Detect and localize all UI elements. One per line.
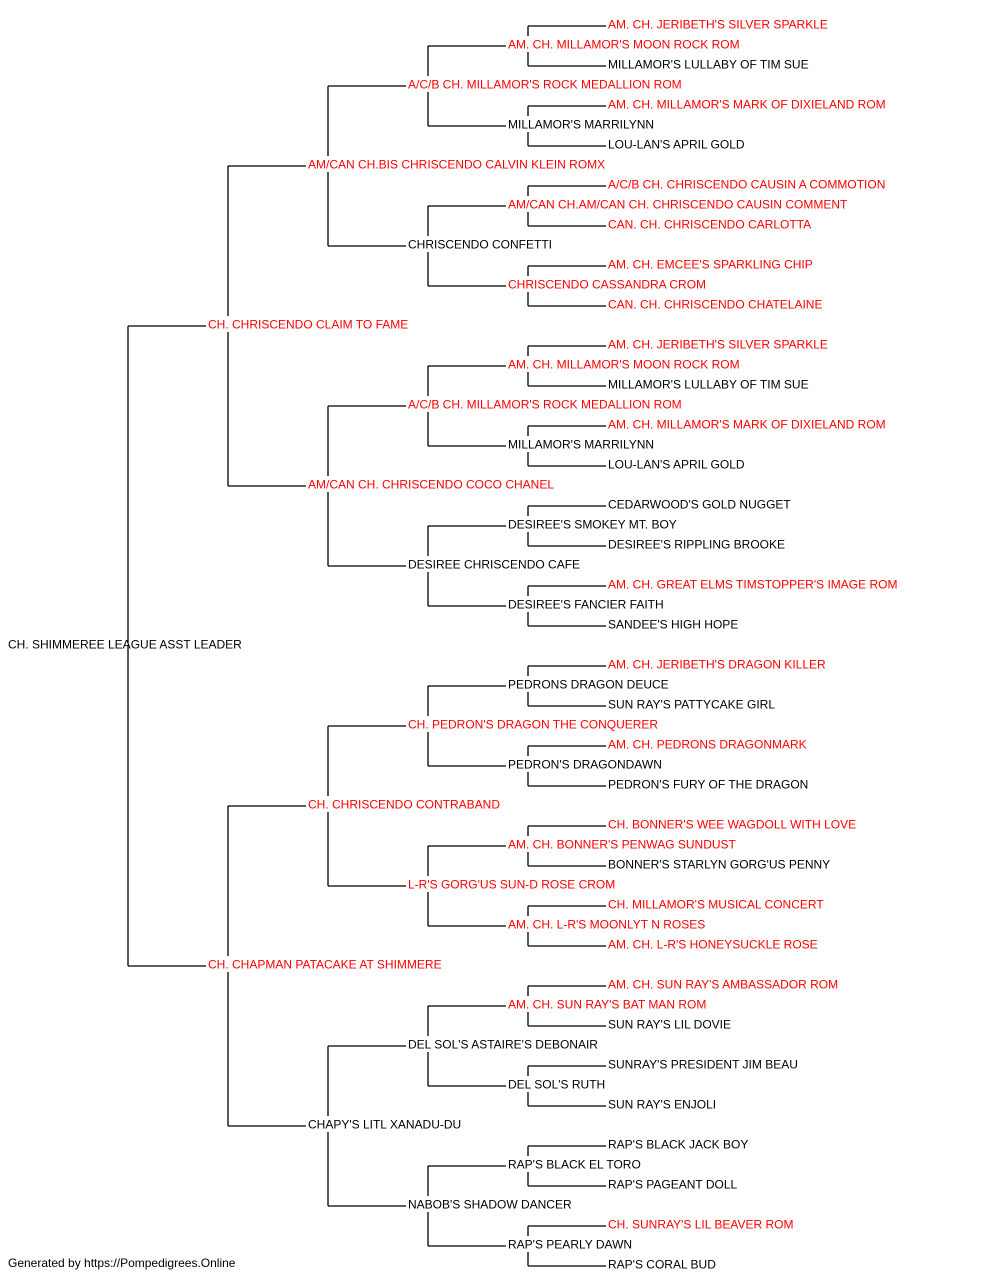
ancestor-name: MILLAMOR'S LULLABY OF TIM SUE (608, 58, 809, 72)
ancestor-name: DESIREE'S FANCIER FAITH (508, 598, 664, 612)
ancestor-name: AM. CH. SUN RAY'S AMBASSADOR ROM (608, 978, 838, 992)
subject-dog-name: CH. SHIMMEREE LEAGUE ASST LEADER (8, 638, 242, 652)
ancestor-name: CEDARWOOD'S GOLD NUGGET (608, 498, 791, 512)
ancestor-name: L-R'S GORG'US SUN-D ROSE CROM (408, 878, 615, 892)
ancestor-name: AM. CH. SUN RAY'S BAT MAN ROM (508, 998, 706, 1012)
ancestor-name: AM. CH. BONNER'S PENWAG SUNDUST (508, 838, 737, 852)
ancestor-name: AM/CAN CH. CHRISCENDO COCO CHANEL (308, 478, 554, 492)
ancestor-name: CAN. CH. CHRISCENDO CARLOTTA (608, 218, 811, 232)
ancestor-name: AM. CH. GREAT ELMS TIMSTOPPER'S IMAGE RO… (608, 578, 897, 592)
ancestor-name: SUN RAY'S ENJOLI (608, 1098, 716, 1112)
ancestor-name: AM. CH. MILLAMOR'S MOON ROCK ROM (508, 38, 740, 52)
ancestor-name: DESIREE'S RIPPLING BROOKE (608, 538, 785, 552)
ancestor-name: AM/CAN CH.AM/CAN CH. CHRISCENDO CAUSIN C… (508, 198, 848, 212)
ancestor-name: CHAPY'S LITL XANADU-DU (308, 1118, 461, 1132)
ancestor-name: LOU-LAN'S APRIL GOLD (608, 458, 745, 472)
ancestor-name: AM. CH. MILLAMOR'S MOON ROCK ROM (508, 358, 740, 372)
ancestor-name: MILLAMOR'S MARRILYNN (508, 118, 654, 132)
ancestor-name: PEDRON'S FURY OF THE DRAGON (608, 778, 808, 792)
ancestor-name: SUN RAY'S LIL DOVIE (608, 1018, 731, 1032)
ancestor-name: CHRISCENDO CONFETTI (408, 238, 552, 252)
ancestor-name: RAP'S BLACK EL TORO (508, 1158, 641, 1172)
ancestor-name: DESIREE CHRISCENDO CAFE (408, 558, 580, 572)
ancestor-name: AM. CH. JERIBETH'S SILVER SPARKLE (608, 338, 828, 352)
ancestor-name: RAP'S BLACK JACK BOY (608, 1138, 748, 1152)
ancestor-name: BONNER'S STARLYN GORG'US PENNY (608, 858, 830, 872)
ancestor-name: AM. CH. L-R'S HONEYSUCKLE ROSE (608, 938, 818, 952)
ancestor-name: A/C/B CH. MILLAMOR'S ROCK MEDALLION ROM (408, 398, 682, 412)
generated-by-footer: Generated by https://Pompedigrees.Online (8, 1256, 236, 1270)
ancestor-name: AM/CAN CH.BIS CHRISCENDO CALVIN KLEIN RO… (308, 158, 605, 172)
ancestor-name: RAP'S PAGEANT DOLL (608, 1178, 738, 1192)
ancestor-name: PEDRONS DRAGON DEUCE (508, 678, 669, 692)
ancestor-name: MILLAMOR'S LULLABY OF TIM SUE (608, 378, 809, 392)
ancestor-name: CH. MILLAMOR'S MUSICAL CONCERT (608, 898, 824, 912)
ancestor-name: RAP'S PEARLY DAWN (508, 1238, 632, 1252)
ancestor-name: CH. BONNER'S WEE WAGDOLL WITH LOVE (608, 818, 856, 832)
ancestor-name: AM. CH. MILLAMOR'S MARK OF DIXIELAND ROM (608, 418, 886, 432)
ancestor-name: NABOB'S SHADOW DANCER (408, 1198, 572, 1212)
ancestor-name: SUN RAY'S PATTYCAKE GIRL (608, 698, 775, 712)
ancestor-name: AM. CH. JERIBETH'S SILVER SPARKLE (608, 18, 828, 32)
ancestor-name: A/C/B CH. MILLAMOR'S ROCK MEDALLION ROM (408, 78, 682, 92)
ancestor-name: PEDRON'S DRAGONDAWN (508, 758, 662, 772)
ancestor-name: CAN. CH. CHRISCENDO CHATELAINE (608, 298, 822, 312)
ancestor-name: CH. SUNRAY'S LIL BEAVER ROM (608, 1218, 793, 1232)
ancestor-name: CH. CHRISCENDO CLAIM TO FAME (208, 318, 408, 332)
ancestor-name: CHRISCENDO CASSANDRA CROM (508, 278, 706, 292)
ancestor-name: AM. CH. PEDRONS DRAGONMARK (608, 738, 807, 752)
ancestor-name: CH. CHAPMAN PATACAKE AT SHIMMERE (208, 958, 442, 972)
ancestor-name: AM. CH. L-R'S MOONLYT N ROSES (508, 918, 705, 932)
ancestor-name: CH. PEDRON'S DRAGON THE CONQUERER (408, 718, 658, 732)
ancestor-name: MILLAMOR'S MARRILYNN (508, 438, 654, 452)
ancestor-name: CH. CHRISCENDO CONTRABAND (308, 798, 500, 812)
ancestor-name: AM. CH. EMCEE'S SPARKLING CHIP (608, 258, 813, 272)
ancestor-name: DESIREE'S SMOKEY MT. BOY (508, 518, 677, 532)
ancestor-name: DEL SOL'S ASTAIRE'S DEBONAIR (408, 1038, 598, 1052)
ancestor-name: SANDEE'S HIGH HOPE (608, 618, 738, 632)
ancestor-name: DEL SOL'S RUTH (508, 1078, 605, 1092)
ancestor-name: RAP'S CORAL BUD (608, 1258, 716, 1272)
ancestor-name: AM. CH. MILLAMOR'S MARK OF DIXIELAND ROM (608, 98, 886, 112)
ancestor-name: AM. CH. JERIBETH'S DRAGON KILLER (608, 658, 826, 672)
ancestor-name: A/C/B CH. CHRISCENDO CAUSIN A COMMOTION (608, 178, 885, 192)
ancestor-name: SUNRAY'S PRESIDENT JIM BEAU (608, 1058, 798, 1072)
ancestor-name: LOU-LAN'S APRIL GOLD (608, 138, 745, 152)
